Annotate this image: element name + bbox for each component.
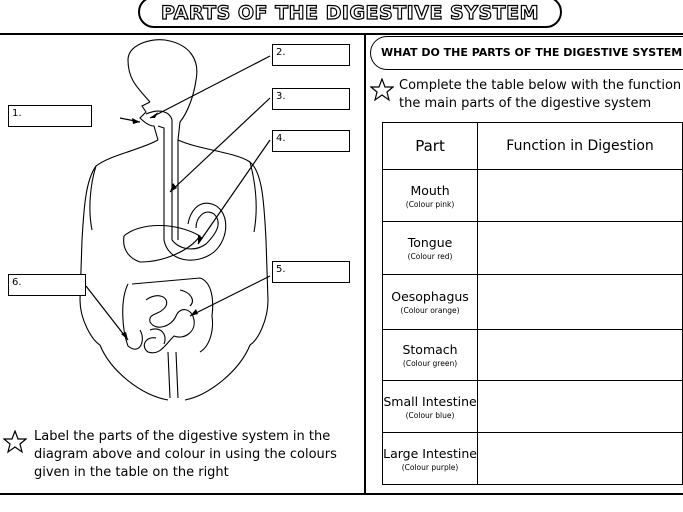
right-heading-banner: WHAT DO THE PARTS OF THE DIGESTIVE SYSTE…: [370, 36, 683, 70]
function-cell-large-intestine[interactable]: [477, 432, 683, 485]
right-torso: [177, 139, 269, 346]
table-panel: [366, 33, 683, 495]
star-icon: [370, 78, 394, 102]
page-title: PARTS OF THE DIGESTIVE SYSTEM: [160, 1, 540, 24]
lower-torso: [99, 344, 251, 401]
digestive-system-diagram: [79, 39, 271, 401]
title-banner: PARTS OF THE DIGESTIVE SYSTEM: [138, 0, 562, 28]
table-row: Stomach(Colour green): [381, 329, 683, 381]
rectum-outline: [167, 351, 179, 399]
label-box-4[interactable]: 4.: [272, 130, 350, 152]
table-row: Oesophagus(Colour orange): [381, 274, 683, 330]
table-row: Large Intestine(Colour purple): [381, 432, 683, 485]
table-row: Tongue(Colour red): [381, 221, 683, 275]
right-heading: WHAT DO THE PARTS OF THE DIGESTIVE SYSTE…: [381, 46, 683, 59]
function-cell-small-intestine[interactable]: [477, 380, 683, 433]
table-header-row: Part Function in Digestion: [381, 122, 683, 170]
table-row: Mouth(Colour pink): [381, 169, 683, 222]
head-outline: [127, 39, 198, 141]
left-torso: [79, 139, 159, 346]
function-cell-mouth[interactable]: [477, 169, 683, 222]
face-outline: [139, 101, 159, 141]
header-function: Function in Digestion: [477, 122, 683, 170]
star-icon: [3, 430, 27, 454]
stomach-outline: [171, 211, 219, 250]
label-box-3[interactable]: 3.: [272, 88, 350, 110]
function-cell-stomach[interactable]: [477, 329, 683, 381]
diagram-panel: [0, 33, 366, 495]
function-table: Part Function in Digestion Mouth(Colour …: [381, 122, 683, 485]
table-row: Small Intestine(Colour blue): [381, 380, 683, 433]
header-part: Part: [381, 122, 479, 170]
label-box-2[interactable]: 2.: [272, 44, 350, 66]
label-box-5[interactable]: 5.: [272, 261, 350, 283]
left-instruction: Label the parts of the digestive system …: [34, 429, 337, 480]
right-instruction: Complete the table below with the functi…: [399, 78, 683, 111]
function-cell-oesophagus[interactable]: [477, 274, 683, 330]
liver-outline: [123, 224, 201, 263]
label-box-6[interactable]: 6.: [8, 274, 86, 296]
function-cell-tongue[interactable]: [477, 221, 683, 275]
oesophagus-left: [145, 110, 173, 240]
large-intestine-outline: [122, 277, 214, 353]
label-box-1[interactable]: 1.: [8, 105, 92, 127]
small-intestine-loops: [143, 295, 195, 354]
